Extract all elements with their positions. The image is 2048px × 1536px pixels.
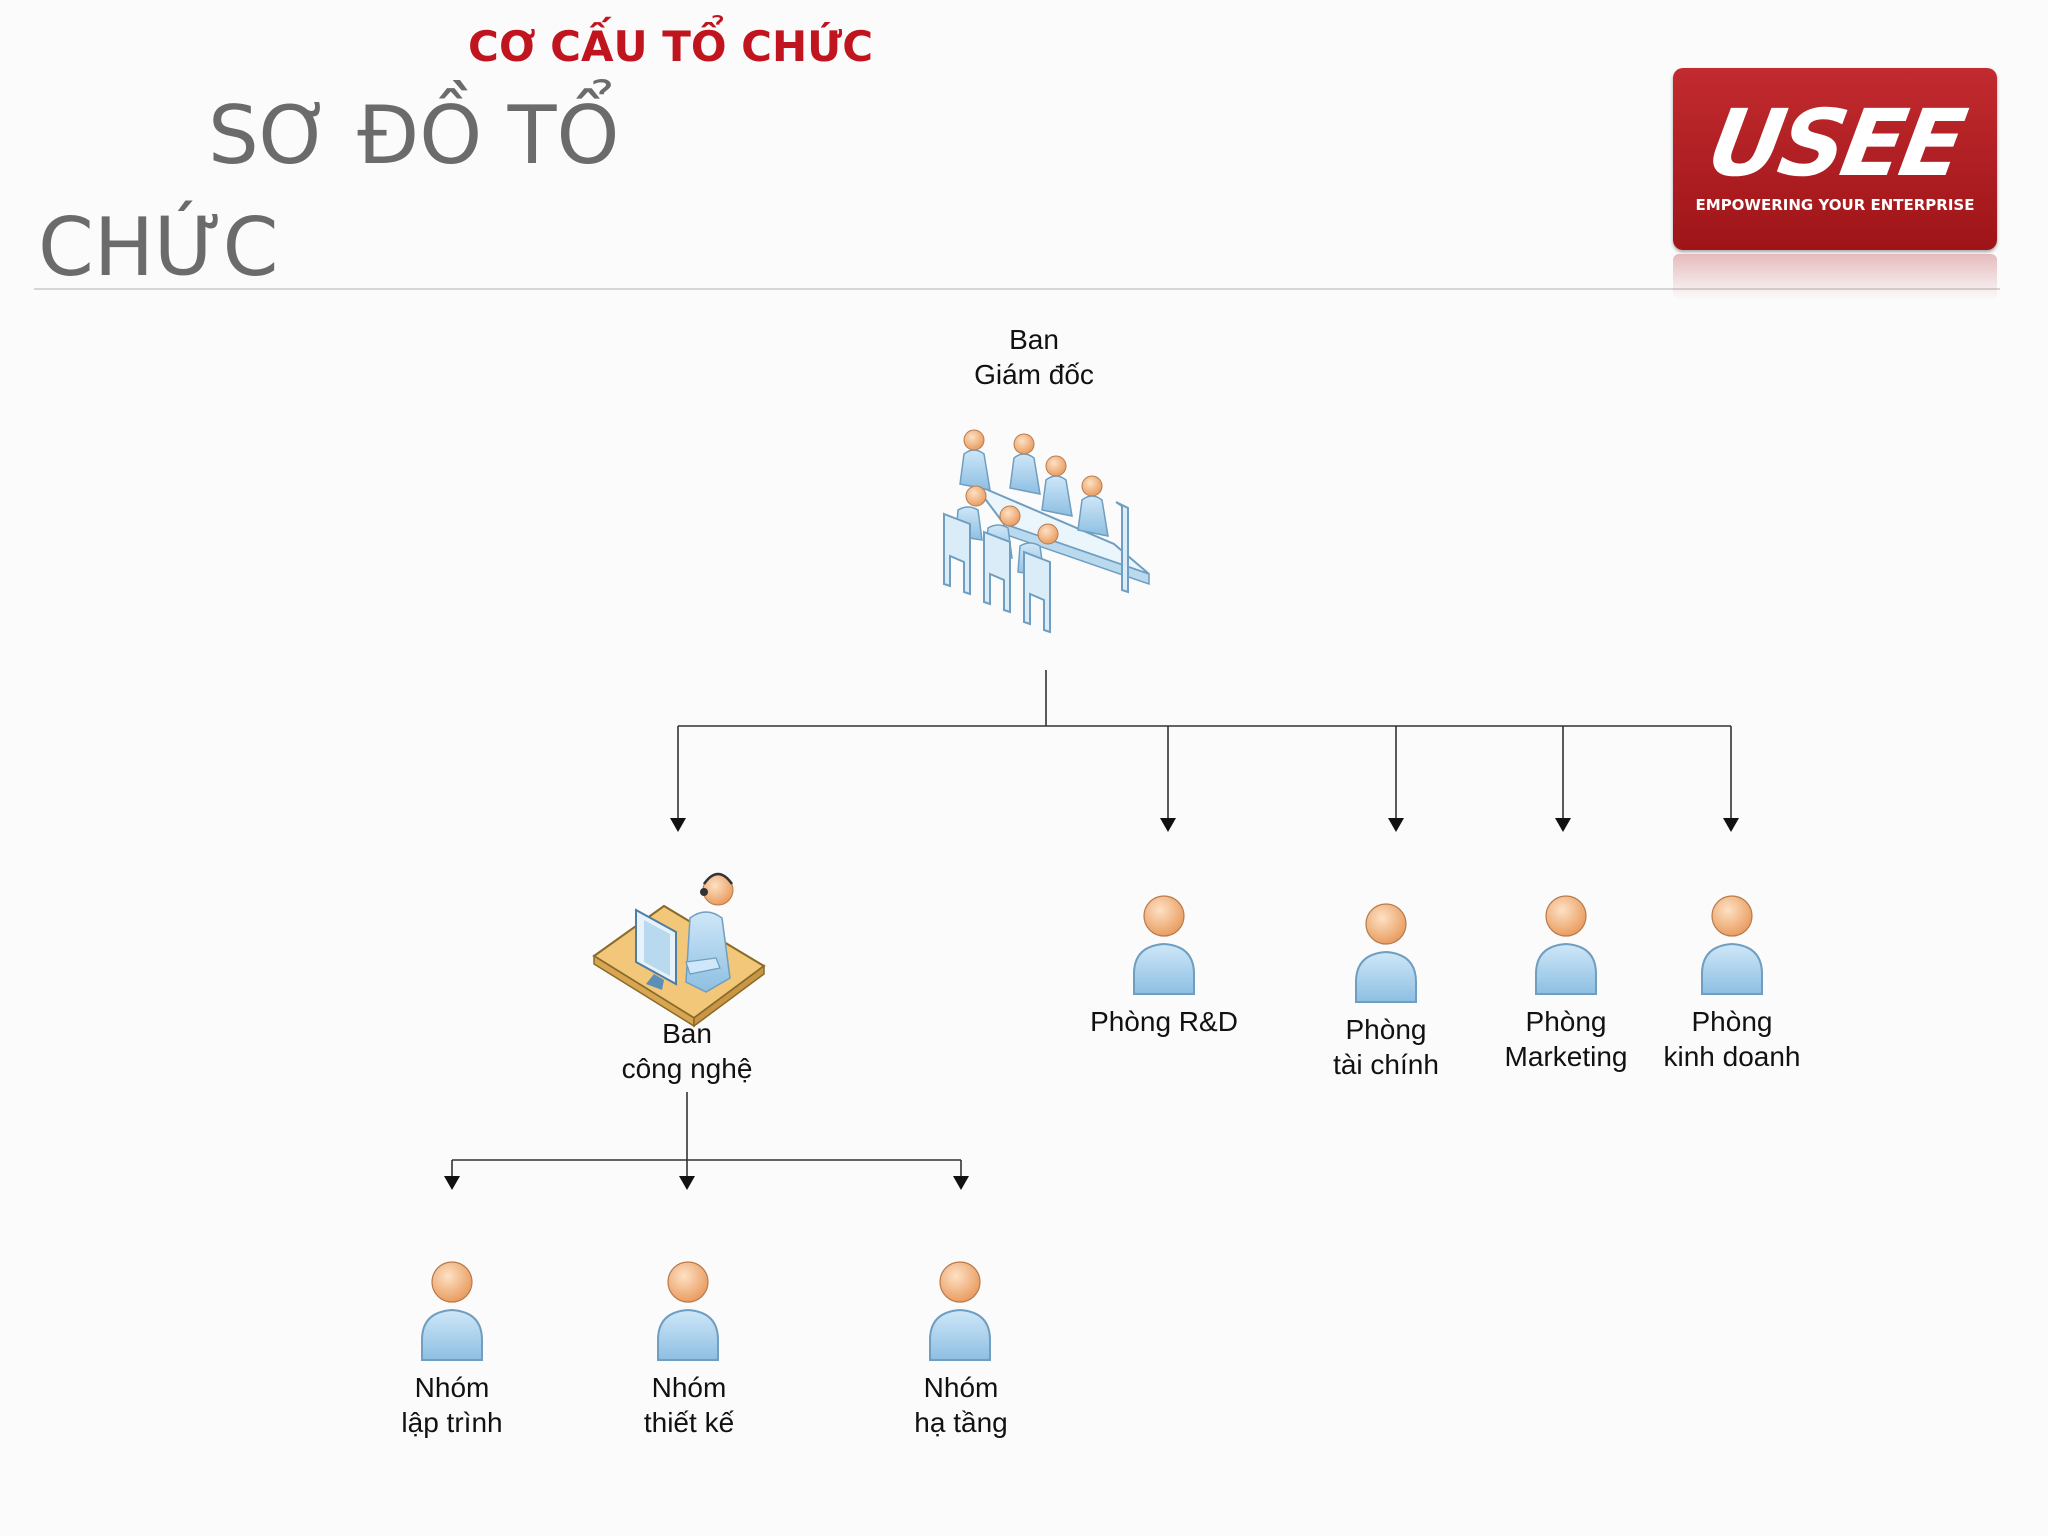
page-title-line1: SƠ ĐỒ TỔ: [208, 89, 620, 182]
node-tech-line2: công nghệ: [621, 1053, 753, 1084]
person-icon-finance: [1355, 903, 1417, 1003]
desk-workstation-icon: [592, 872, 766, 1028]
section-title: CƠ CẤU TỔ CHỨC: [468, 22, 874, 71]
node-board-label: Ban Giám đốc: [974, 322, 1094, 392]
node-dev-team-label: Nhóm lập trình: [401, 1370, 502, 1440]
person-icon-dev-team: [421, 1261, 483, 1361]
person-icon-sales: [1701, 895, 1763, 995]
person-icon-rnd: [1133, 895, 1195, 995]
person-icon-infra-team: [929, 1261, 991, 1361]
connector-tech: [451, 1092, 962, 1176]
node-rnd-line1: Phòng R&D: [1090, 1006, 1238, 1037]
connector-arrowheads-teams: [444, 1176, 969, 1190]
node-sales-label: Phòng kinh doanh: [1663, 1004, 1800, 1074]
node-finance-line2: tài chính: [1333, 1049, 1439, 1080]
node-finance-line1: Phòng: [1345, 1014, 1427, 1045]
logo-tagline: EMPOWERING YOUR ENTERPRISE: [1695, 196, 1975, 214]
usee-logo: USEE EMPOWERING YOUR ENTERPRISE: [1673, 68, 1997, 250]
logo-reflection: [1673, 254, 1997, 300]
node-rnd-label: Phòng R&D: [1090, 1004, 1238, 1039]
page-title-line2: CHỨC: [38, 201, 279, 294]
title-divider: [34, 288, 2000, 290]
person-icon-marketing: [1535, 895, 1597, 995]
node-dev-team-line2: lập trình: [401, 1407, 503, 1438]
node-marketing-line1: Phòng: [1525, 1006, 1607, 1037]
node-tech-line1: Ban: [662, 1018, 712, 1049]
node-sales-line2: kinh doanh: [1663, 1041, 1801, 1072]
node-board-line2: Giám đốc: [974, 359, 1094, 390]
node-dev-team-line1: Nhóm: [414, 1372, 490, 1403]
node-infra-team-label: Nhóm hạ tầng: [914, 1370, 1007, 1440]
node-sales-line1: Phòng: [1691, 1006, 1773, 1037]
node-design-team-label: Nhóm thiết kế: [644, 1370, 734, 1440]
connector-arrowheads-departments: [670, 818, 1739, 832]
node-marketing-label: Phòng Marketing: [1505, 1004, 1628, 1074]
person-icon-design-team: [657, 1261, 719, 1361]
node-tech-label: Ban công nghệ: [622, 1016, 753, 1086]
meeting-table-icon: [943, 429, 1150, 634]
node-marketing-line2: Marketing: [1504, 1041, 1628, 1072]
node-infra-team-line2: hạ tầng: [914, 1407, 1008, 1438]
node-design-team-line1: Nhóm: [651, 1372, 727, 1403]
node-infra-team-line1: Nhóm: [923, 1372, 999, 1403]
connector-root: [677, 670, 1732, 818]
node-finance-label: Phòng tài chính: [1333, 1012, 1439, 1082]
node-design-team-line2: thiết kế: [643, 1407, 735, 1438]
node-board-line1: Ban: [1009, 324, 1059, 355]
